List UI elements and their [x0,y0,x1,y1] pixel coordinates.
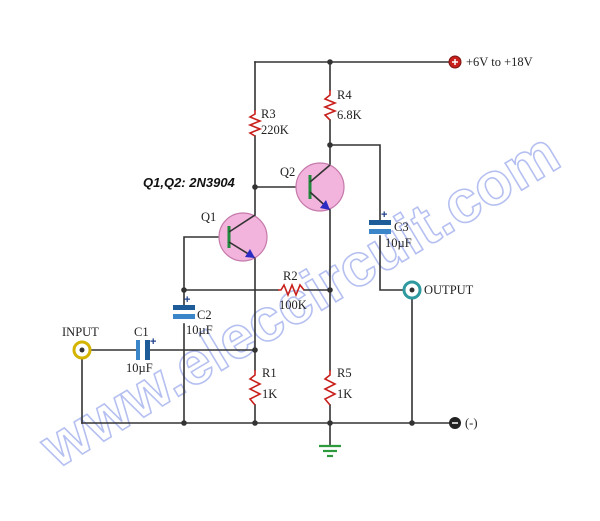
junction-dot [252,420,258,426]
wire-q2-collector-to-c3 [329,144,381,221]
ground-terminal [449,417,461,429]
r3-value: 220K [261,123,289,137]
c2-name: C2 [197,308,212,322]
supply-terminal [448,55,462,69]
output-terminal [402,280,422,300]
resistor-r4 [322,90,338,121]
resistor-r1 [248,370,262,406]
q2-emitter-arrow [320,200,330,210]
ground-label: (-) [465,416,478,430]
r1-value: 1K [262,387,277,401]
c2-value: 10µF [186,323,213,337]
c3-value: 10µF [385,236,412,250]
r2-name: R2 [283,269,298,283]
junction-dot [252,347,258,353]
supply-label: +6V to +18V [466,55,533,69]
wire-q1-base-left [183,236,230,306]
c2-plus-sign: + [184,294,190,306]
junction-dot [327,142,333,148]
junction-dot [252,184,258,190]
resistor-r5 [323,370,337,406]
resistor-r3 [247,110,263,137]
transistor-q2 [295,162,345,212]
ground-icon [319,444,341,458]
junction-dot [327,287,333,293]
input-terminal [72,340,92,360]
r3-name: R3 [261,107,276,121]
r4-value: 6.8K [337,108,362,122]
q1-name: Q1 [201,210,216,224]
output-label: OUTPUT [424,283,474,297]
r4-name: R4 [337,88,352,102]
capacitor-c2: + [173,294,195,319]
wire-c3-to-output [379,235,406,291]
input-label: INPUT [62,325,99,339]
transistor-q1 [218,212,268,262]
c1-value: 10µF [126,361,153,375]
resistor-r2 [278,282,305,298]
q1-emitter-arrow [245,249,255,258]
q2-name: Q2 [280,165,295,179]
r1-name: R1 [262,366,277,380]
capacitor-c3: + [369,209,391,234]
r5-name: R5 [337,366,352,380]
junction-dot [181,287,187,293]
junctions [181,59,415,426]
c3-name: C3 [394,220,409,234]
c1-name: C1 [134,325,149,339]
capacitor-c1: + [136,336,156,360]
junction-dot [327,59,333,65]
c1-plus-sign: + [150,336,156,348]
junction-dot [409,420,415,426]
junction-dot [181,420,187,426]
r2-value: 100K [279,298,307,312]
r5-value: 1K [337,387,352,401]
junction-dot [327,420,333,426]
transistor-type-label: Q1,Q2: 2N3904 [143,175,236,190]
c3-plus-sign: + [381,209,387,221]
